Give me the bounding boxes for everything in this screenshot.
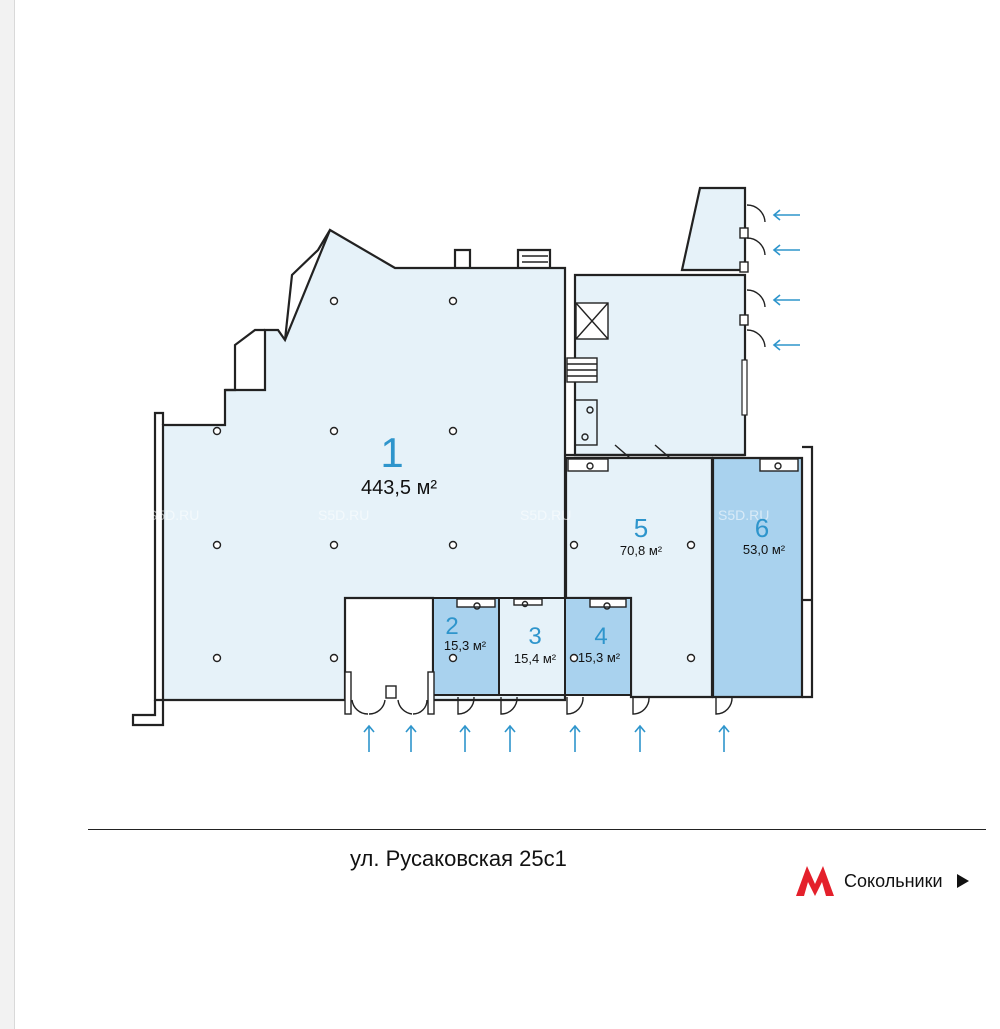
watermark-text: S5D.RU <box>718 507 769 523</box>
room-5-number: 5 <box>634 513 648 543</box>
watermark-text: S5D.RU <box>520 507 571 523</box>
upper-stub <box>453 248 472 268</box>
toilet-icon <box>581 433 589 441</box>
room-entrance-tower-area[interactable] <box>680 186 747 272</box>
room-6-number: 6 <box>755 513 769 543</box>
watermark-text: S5D.RU <box>318 507 369 523</box>
outer-wall-bottom-left <box>131 700 165 727</box>
shaft-cross <box>575 302 609 340</box>
room-6-area[interactable] <box>711 456 804 699</box>
room-doors <box>457 696 733 715</box>
entry-arrows-right <box>772 209 800 351</box>
restroom <box>574 399 598 446</box>
metro-station-name: Сокольники <box>844 870 943 891</box>
room-1-area-label: 443,5 м² <box>361 477 437 499</box>
room-2-area-label: 15,3 м² <box>444 638 487 653</box>
right-facade <box>739 204 766 416</box>
door-line <box>614 444 631 459</box>
room-1-area[interactable] <box>161 228 567 702</box>
room-4-area-label: 15,3 м² <box>578 650 621 665</box>
room-3-number: 3 <box>528 623 541 650</box>
room-2-number: 2 <box>445 613 458 640</box>
main-entrance <box>344 671 435 715</box>
room-1-number: 1 <box>380 429 403 476</box>
room-3-area-label: 15,4 м² <box>514 651 557 666</box>
stairs <box>566 357 598 383</box>
play-arrow-icon[interactable] <box>956 874 969 888</box>
room-3-area[interactable] <box>498 597 566 696</box>
street-address: ул. Русаковская 25с1 <box>350 846 567 871</box>
outer-wall-left <box>153 411 165 702</box>
entry-arrows-bottom <box>363 724 730 752</box>
room-upper-right-area[interactable] <box>573 273 747 457</box>
room-4-area[interactable] <box>564 597 632 696</box>
columns <box>212 296 696 663</box>
room-4-number: 4 <box>594 623 607 650</box>
door-line <box>654 444 671 459</box>
outer-wall-right <box>802 445 814 699</box>
outer-wall-top-left <box>225 328 265 392</box>
footer-divider <box>88 829 986 830</box>
metro-station-link[interactable]: Сокольники <box>796 866 969 896</box>
watermark-text: S5D.RU <box>148 507 199 523</box>
metro-m-icon <box>796 866 834 896</box>
page-left-edge <box>0 0 15 1029</box>
sink-icon <box>586 406 594 414</box>
upper-stub-2 <box>516 248 552 268</box>
room-6-area-label: 53,0 м² <box>743 542 786 557</box>
floor-plan: S5D.RU S5D.RU S5D.RU S5D.RU 1 443,5 м² 2… <box>131 186 814 752</box>
room-5-area-label: 70,8 м² <box>620 543 663 558</box>
outer-wall-bay <box>283 229 331 341</box>
sanitary-fixtures <box>456 458 799 610</box>
